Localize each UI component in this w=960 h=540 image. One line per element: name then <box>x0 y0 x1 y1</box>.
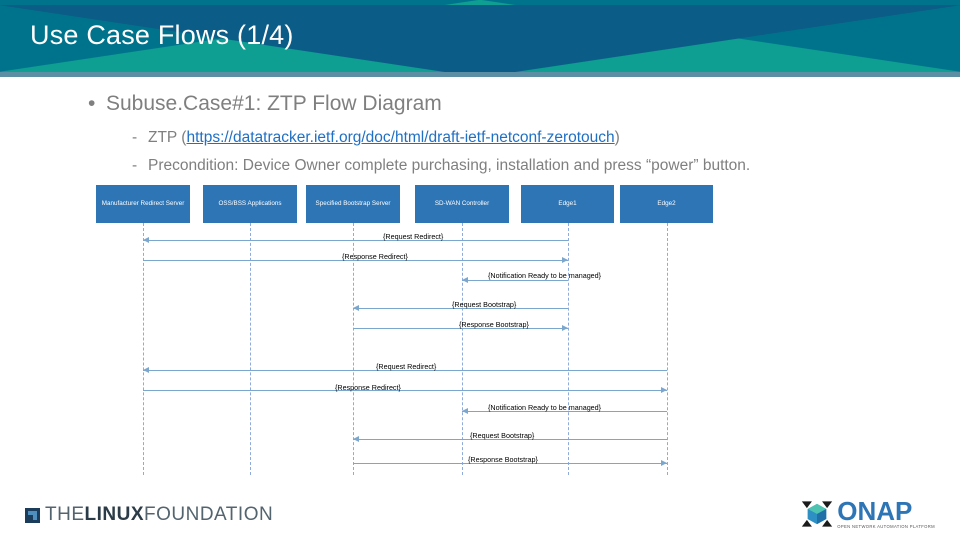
participant-box: Edge1 <box>521 185 614 223</box>
ztp-prefix: ZTP ( <box>148 129 187 146</box>
onap-hexagon-cube-icon <box>802 501 833 527</box>
participant-lifeline <box>353 223 354 475</box>
message-arrow-line <box>143 370 667 371</box>
bullet-dot-icon: • <box>88 92 96 115</box>
participant-box: Edge2 <box>620 185 713 223</box>
participant-box: OSS/BSS Applications <box>203 185 297 223</box>
participant-lifeline <box>567 223 569 475</box>
message-label: {Notification Ready to be managed} <box>488 271 602 280</box>
message-arrow-line <box>462 280 568 281</box>
participant-box: Specified Bootstrap Server <box>306 185 400 223</box>
lf-foundation: FOUNDATION <box>144 504 274 525</box>
page-title: Use Case Flows (1/4) <box>30 20 294 50</box>
ztp-sequence-diagram: Manufacturer Redirect Server OSS/BSS Appl… <box>0 180 960 485</box>
participant-lifeline <box>250 223 251 475</box>
linux-foundation-logo: THELINUXFOUNDATION <box>25 504 273 526</box>
participant-label: Manufacturer Redirect Server <box>101 199 185 207</box>
message-arrow-head <box>462 277 468 284</box>
lf-linux: LINUX <box>84 504 144 525</box>
participant-label: OSS/BSS Applications <box>218 199 282 207</box>
message-arrow-head <box>660 460 667 467</box>
message-arrow-line <box>143 390 667 391</box>
message-arrow-head <box>660 387 667 394</box>
message-arrow-head <box>143 237 149 244</box>
message-label: {Notification Ready to be managed} <box>488 403 602 412</box>
message-label: {Response Bootstrap} <box>459 320 529 329</box>
message-arrow-line <box>143 260 568 261</box>
onap-wordmark-wrap: ONAP OPEN NETWORK AUTOMATION PLATFORM <box>837 498 935 529</box>
message-arrow-head <box>353 436 359 443</box>
message-label: {Request Redirect} <box>376 362 437 371</box>
onap-tagline: OPEN NETWORK AUTOMATION PLATFORM <box>837 524 935 530</box>
linux-foundation-wordmark: THELINUXFOUNDATION <box>45 504 273 526</box>
message-label: {Request Bootstrap} <box>470 431 535 440</box>
slide-header-banner: Use Case Flows (1/4) <box>0 0 960 77</box>
message-arrow-line <box>353 463 667 464</box>
dash-bullet-icon-2: - <box>132 157 138 174</box>
dash-bullet-icon: - <box>132 129 138 146</box>
slide-footer: THELINUXFOUNDATION ONAP OPEN NETWORK AUT… <box>0 490 960 540</box>
message-arrow-line <box>353 439 667 440</box>
message-arrow-head <box>462 408 468 415</box>
participant-lifeline <box>666 223 668 475</box>
message-label: {Request Redirect} <box>383 232 444 241</box>
onap-logo: ONAP OPEN NETWORK AUTOMATION PLATFORM <box>800 498 935 530</box>
linux-foundation-mark-icon <box>25 507 40 523</box>
participant-label: Edge2 <box>657 199 676 207</box>
bullet-level1-label: Subuse.Case#1: ZTP Flow Diagram <box>106 92 442 115</box>
ztp-suffix: ) <box>614 129 620 146</box>
message-arrow-line <box>143 240 568 241</box>
participant-label: Edge1 <box>558 199 577 207</box>
participant-label: SD-WAN Controller <box>434 199 490 207</box>
message-arrow-head <box>353 305 359 312</box>
precondition-label: Precondition: Device Owner complete purc… <box>148 157 751 174</box>
message-label: {Response Bootstrap} <box>468 455 538 464</box>
participant-lifeline <box>462 223 463 475</box>
message-label: {Response Redirect} <box>342 252 408 261</box>
participant-label: Specified Bootstrap Server <box>315 199 391 207</box>
message-label: {Request Bootstrap} <box>452 300 517 309</box>
bullet-level1: • Subuse.Case#1: ZTP Flow Diagram <box>88 92 442 116</box>
participant-box: Manufacturer Redirect Server <box>96 185 190 223</box>
header-bottom-rule <box>0 72 960 77</box>
message-arrow-line <box>353 328 568 329</box>
lf-the: THE <box>45 504 85 525</box>
header-navy-wedge <box>0 0 960 77</box>
sub-bullet-ztp: -ZTP (https://datatracker.ietf.org/doc/h… <box>132 129 620 147</box>
message-arrow-line <box>353 308 568 309</box>
participant-lifeline <box>143 223 144 475</box>
participant-box: SD-WAN Controller <box>415 185 509 223</box>
message-arrow-line <box>462 411 667 412</box>
sub-bullet-precondition: -Precondition: Device Owner complete pur… <box>132 157 750 175</box>
message-arrow-head <box>561 257 568 264</box>
onap-wordmark: ONAP <box>837 496 913 527</box>
message-arrow-head <box>143 367 149 374</box>
message-arrow-head <box>561 325 568 332</box>
message-label: {Response Redirect} <box>335 383 401 392</box>
ztp-draft-link[interactable]: https://datatracker.ietf.org/doc/html/dr… <box>186 129 615 146</box>
